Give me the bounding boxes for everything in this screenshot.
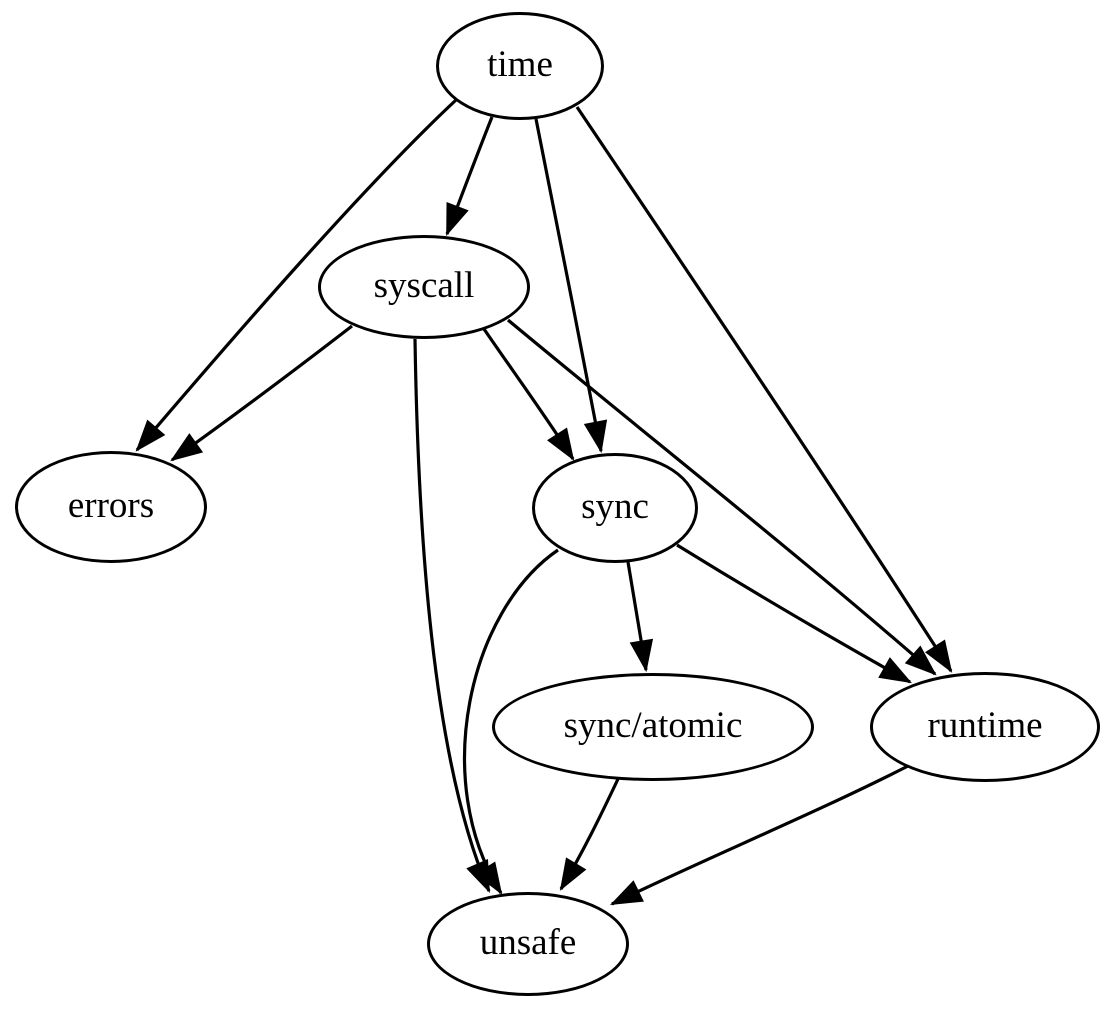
edge-sync_atomic-to-unsafe xyxy=(559,778,620,891)
node-time: time xyxy=(436,12,604,120)
edge-syscall-to-runtime xyxy=(506,318,937,676)
node-unsafe: unsafe xyxy=(427,892,629,996)
edge-time-to-runtime xyxy=(575,106,953,673)
node-label-syscall: syscall xyxy=(373,264,475,306)
edge-syscall-to-sync xyxy=(482,328,575,461)
node-errors: errors xyxy=(15,451,207,563)
edge-sync-to-unsafe xyxy=(463,548,559,895)
node-sync-atomic: sync/atomic xyxy=(492,673,814,781)
edge-group xyxy=(135,98,953,906)
node-label-unsafe: unsafe xyxy=(479,921,577,963)
edge-time-to-syscall xyxy=(445,116,494,237)
node-label-runtime: runtime xyxy=(927,704,1043,746)
edge-sync-to-sync_atomic xyxy=(626,561,654,673)
node-runtime: runtime xyxy=(870,672,1100,782)
node-syscall: syscall xyxy=(318,235,530,339)
edge-runtime-to-unsafe xyxy=(609,764,909,906)
node-label-time: time xyxy=(487,43,553,85)
node-label-sync-atomic: sync/atomic xyxy=(563,704,743,746)
node-label-sync: sync xyxy=(581,485,649,527)
node-label-errors: errors xyxy=(67,484,155,526)
edge-sync-to-runtime xyxy=(676,543,912,684)
edge-syscall-to-unsafe xyxy=(413,338,491,894)
edge-time-to-sync xyxy=(534,118,608,454)
edge-time-to-errors xyxy=(135,98,458,452)
node-sync: sync xyxy=(532,453,698,563)
edge-syscall-to-errors xyxy=(170,324,353,462)
